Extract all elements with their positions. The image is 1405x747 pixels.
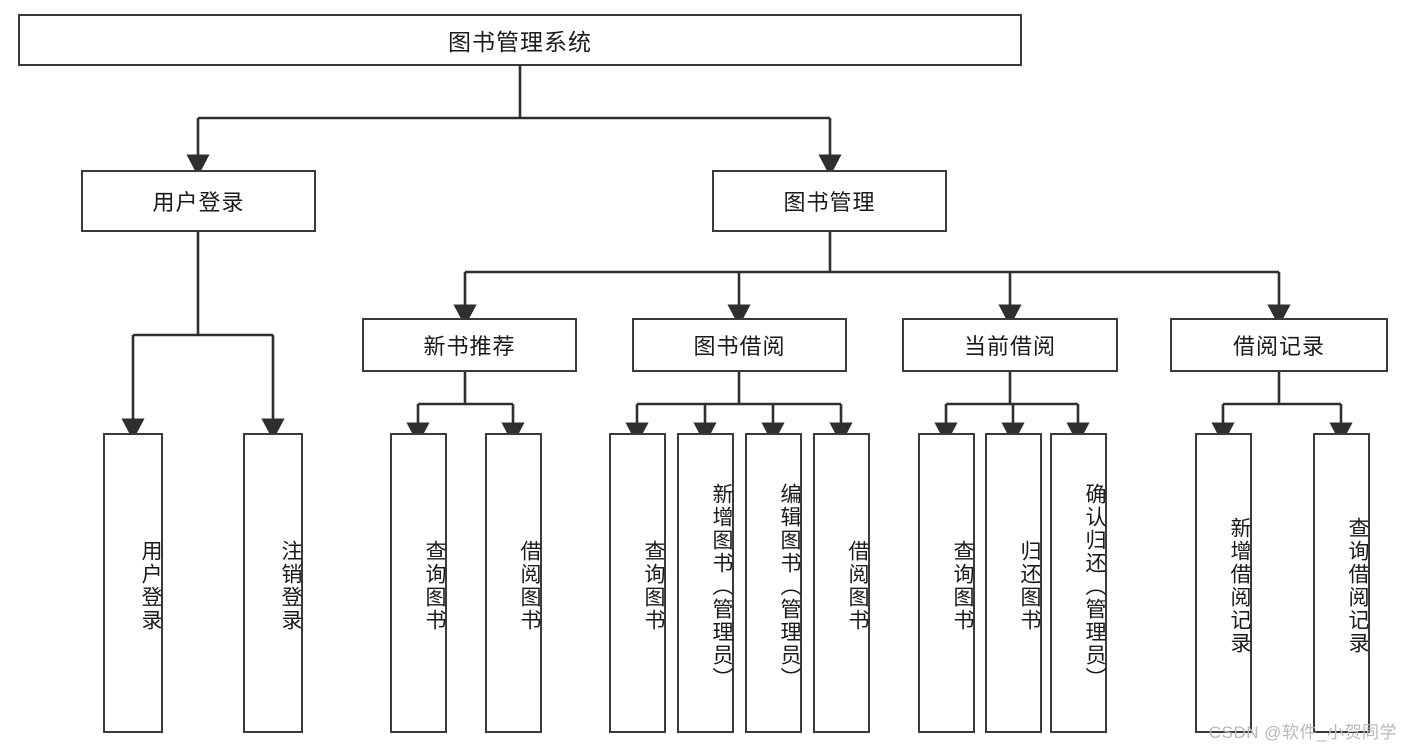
- node-label: 注销登录: [279, 540, 302, 632]
- node-book-borrow[interactable]: 图书借阅: [632, 318, 847, 372]
- node-label: 查询图书: [642, 540, 665, 632]
- node-new-book-recommend[interactable]: 新书推荐: [362, 318, 577, 372]
- csdn-watermark: CSDN @软件_小贺同学: [1208, 723, 1397, 742]
- node-label: 用户登录: [139, 540, 162, 632]
- node-label: 查询图书: [423, 540, 446, 632]
- node-user-login[interactable]: 用户登录: [81, 170, 316, 232]
- leaf-new-book-query[interactable]: 查询图书: [390, 433, 447, 733]
- leaf-borrow-record-add[interactable]: 新增借阅记录: [1195, 433, 1252, 733]
- node-borrow-record[interactable]: 借阅记录: [1170, 318, 1388, 372]
- node-label: 新书推荐: [423, 334, 516, 359]
- node-label: 归还图书: [1018, 540, 1041, 632]
- node-label: 查询图书: [951, 540, 974, 632]
- leaf-book-borrow-edit[interactable]: 编辑图书（管理员）: [745, 433, 802, 733]
- node-root-library-system[interactable]: 图书管理系统: [18, 14, 1022, 66]
- leaf-user-login-login[interactable]: 用户登录: [103, 433, 163, 733]
- node-label: 新增借阅记录: [1228, 517, 1251, 655]
- leaf-user-login-logout[interactable]: 注销登录: [243, 433, 303, 733]
- node-label: 查询借阅记录: [1346, 517, 1369, 655]
- leaf-book-borrow-query[interactable]: 查询图书: [609, 433, 666, 733]
- node-label: 图书管理系统: [448, 29, 592, 55]
- node-label: 图书借阅: [693, 334, 786, 359]
- node-book-management[interactable]: 图书管理: [712, 170, 947, 232]
- node-current-borrow[interactable]: 当前借阅: [902, 318, 1118, 372]
- leaf-current-borrow-query[interactable]: 查询图书: [918, 433, 975, 733]
- node-label: 借阅图书: [518, 540, 541, 632]
- leaf-book-borrow-add[interactable]: 新增图书（管理员）: [677, 433, 734, 733]
- node-label: 当前借阅: [963, 334, 1056, 359]
- node-label: 确认归还（管理员）: [1083, 482, 1106, 690]
- node-label: 新增图书（管理员）: [710, 482, 733, 690]
- leaf-book-borrow-borrow[interactable]: 借阅图书: [813, 433, 870, 733]
- leaf-current-borrow-confirm-return[interactable]: 确认归还（管理员）: [1050, 433, 1107, 733]
- leaf-borrow-record-query[interactable]: 查询借阅记录: [1313, 433, 1370, 733]
- leaf-new-book-borrow[interactable]: 借阅图书: [485, 433, 542, 733]
- node-label: 图书管理: [783, 190, 876, 215]
- node-label: 编辑图书（管理员）: [778, 482, 801, 690]
- node-label: 用户登录: [152, 190, 245, 215]
- leaf-current-borrow-return[interactable]: 归还图书: [985, 433, 1042, 733]
- node-label: 借阅图书: [846, 540, 869, 632]
- node-label: 借阅记录: [1232, 334, 1325, 359]
